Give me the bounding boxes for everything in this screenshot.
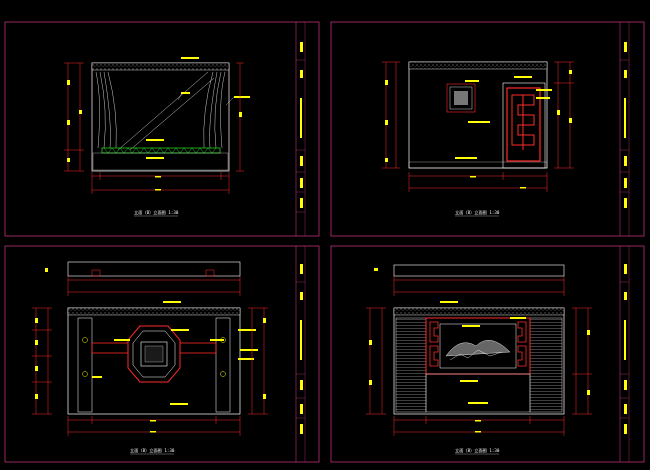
sheet-border xyxy=(330,21,645,237)
sheet-border xyxy=(4,21,320,237)
plan-view-strip xyxy=(393,264,565,296)
leader-labels xyxy=(440,301,526,404)
title-block xyxy=(295,246,306,462)
sheet-top-right: 立面（B）立面图 1:30 xyxy=(330,21,645,237)
elevation-landscape-panel xyxy=(393,307,565,415)
sheet-caption: 立面（B）立面图 1:30 xyxy=(130,447,175,454)
sheet-caption: 立面（B）立面图 1:30 xyxy=(455,447,500,454)
dimension-ticks xyxy=(35,268,266,433)
dimension-ticks xyxy=(369,268,590,433)
leader-labels xyxy=(92,301,258,405)
elevation-lattice-door xyxy=(408,61,548,169)
plan-view-strip xyxy=(67,261,241,296)
title-block xyxy=(619,22,630,236)
leader-labels xyxy=(146,57,250,159)
sheet-border xyxy=(4,245,320,463)
leader-labels xyxy=(455,76,552,159)
dimensions xyxy=(64,62,244,194)
dimension-ticks xyxy=(67,80,242,191)
sheet-bottom-left: 立面（B）立面图 1:30 xyxy=(4,245,320,463)
sheet-bottom-right: 立面（B）立面图 1:30 xyxy=(330,245,645,463)
title-block xyxy=(295,22,306,236)
sheet-top-left: 立面（B）立面图 1:30 xyxy=(4,21,320,237)
dimension-ticks xyxy=(385,70,572,189)
title-block xyxy=(619,246,630,462)
elevation-window xyxy=(91,62,230,172)
sheet-caption: 立面（B）立面图 1:30 xyxy=(455,209,500,216)
sheet-border xyxy=(330,245,645,463)
sheet-caption: 立面（B）立面图 1:30 xyxy=(134,209,179,216)
elevation-octagon xyxy=(67,307,241,415)
dimensions xyxy=(32,307,268,436)
